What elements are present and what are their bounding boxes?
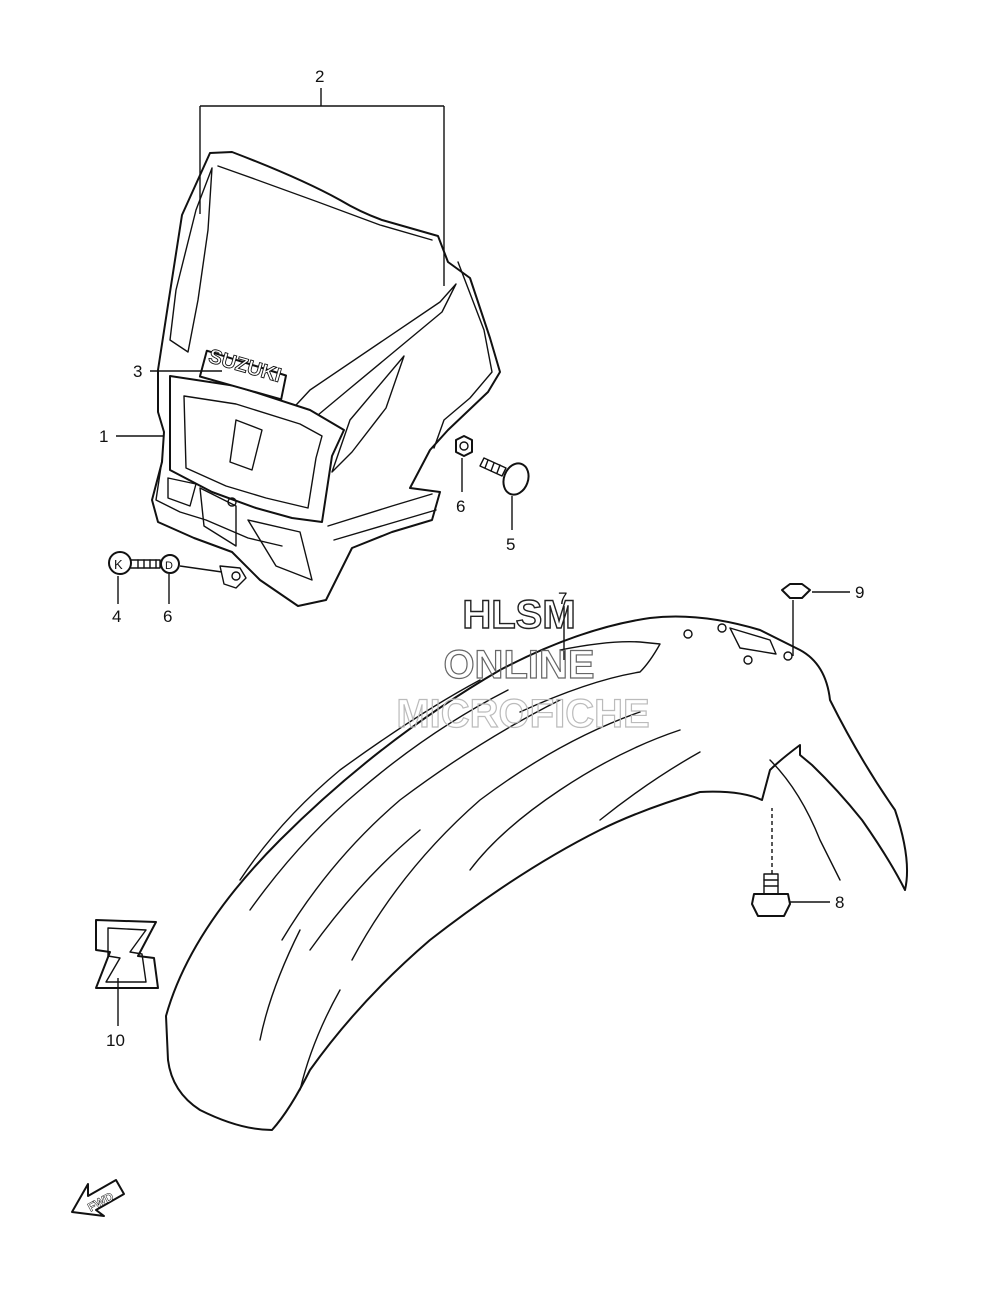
callout-4: 4 xyxy=(112,607,121,626)
callout-9: 9 xyxy=(855,583,864,602)
bolt-8 xyxy=(751,808,791,917)
watermark-line-1: HLSM xyxy=(462,593,575,637)
callout-7: 7 xyxy=(558,589,567,608)
callout-10: 10 xyxy=(106,1031,125,1050)
watermark-line-3: MICROFICHE xyxy=(396,692,649,736)
callout-labels: 2 3 1 4 6 6 5 7 9 8 10 xyxy=(99,67,864,1050)
bolt-4: K xyxy=(108,551,161,575)
suzuki-s-sticker xyxy=(95,919,159,989)
bolt-5 xyxy=(479,457,530,496)
leader-lines xyxy=(116,88,850,1026)
nut-6-left: D xyxy=(160,554,223,574)
nut-mark: D xyxy=(165,560,173,572)
fwd-direction-arrow: FWD xyxy=(71,1179,125,1217)
bolt-head-mark: K xyxy=(114,557,123,572)
callout-8: 8 xyxy=(835,893,844,912)
front-fender xyxy=(165,615,909,1131)
callout-2: 2 xyxy=(315,67,324,86)
watermark: HLSM ONLINE MICROFICHE xyxy=(396,592,651,736)
nut-9 xyxy=(781,583,811,656)
callout-5: 5 xyxy=(506,535,515,554)
callout-6-left: 6 xyxy=(163,607,172,626)
watermark-line-2: ONLINE xyxy=(443,643,594,687)
headlight-cowl xyxy=(151,151,501,607)
callout-3: 3 xyxy=(133,362,142,381)
callout-6-right: 6 xyxy=(456,497,465,516)
callout-1: 1 xyxy=(99,427,108,446)
nut-6-right xyxy=(455,435,473,457)
